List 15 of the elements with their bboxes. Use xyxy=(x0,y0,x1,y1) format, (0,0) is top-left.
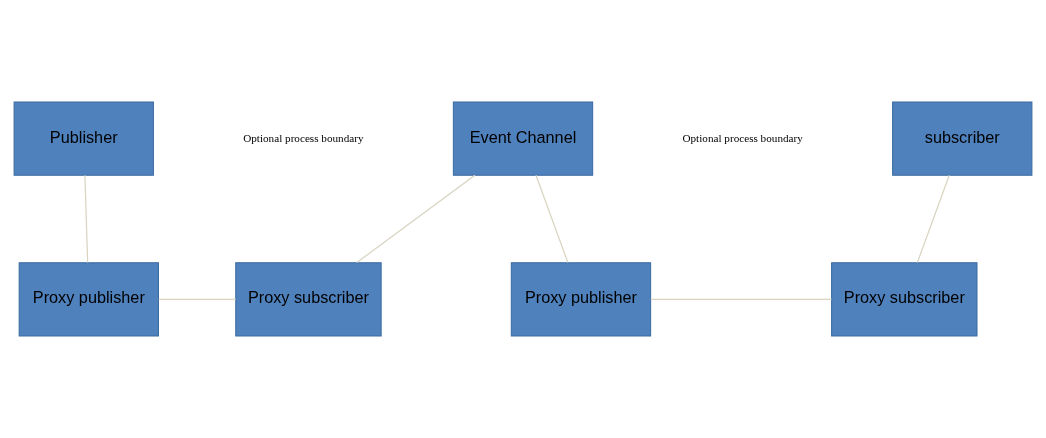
label: Optional process boundary xyxy=(682,131,803,144)
connector xyxy=(535,174,569,264)
node-box: Proxy subscriber xyxy=(831,262,978,337)
node-box: Publisher xyxy=(13,101,154,176)
label: Optional process boundary xyxy=(243,131,364,144)
node-box: Event Channel xyxy=(452,101,594,176)
node-box: Proxy publisher xyxy=(510,262,652,337)
node-box: Proxy publisher xyxy=(18,262,159,337)
connector xyxy=(84,174,89,264)
node-box: Proxy subscriber xyxy=(235,262,382,337)
connector xyxy=(916,174,950,264)
node-box: subscriber xyxy=(892,101,1033,176)
connector xyxy=(650,298,833,300)
connector xyxy=(158,298,237,300)
connector xyxy=(356,174,476,264)
